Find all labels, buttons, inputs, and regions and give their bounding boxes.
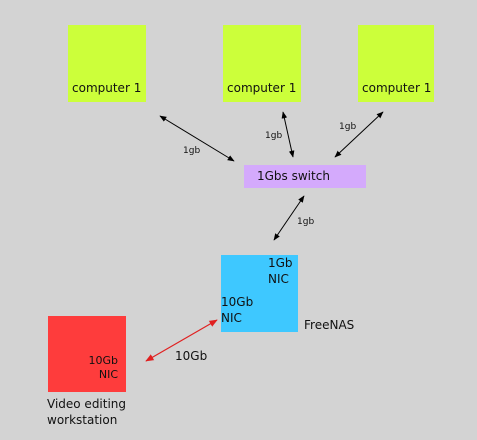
link-workstation-nas xyxy=(145,319,218,362)
computer-label: computer 1 xyxy=(362,81,432,95)
video-workstation[interactable]: 10Gb NIC xyxy=(48,316,126,392)
computer-node-2[interactable]: computer 1 xyxy=(223,25,301,102)
computer-node-3[interactable]: computer 1 xyxy=(358,25,434,102)
link-computer3-switch xyxy=(334,111,384,158)
workstation-nic-label: 10Gb NIC xyxy=(88,354,118,381)
link-computer1-switch xyxy=(159,115,235,162)
network-switch[interactable]: 1Gbs switch xyxy=(244,165,366,188)
link-label-computer3: 1gb xyxy=(339,122,357,132)
computer-node-1[interactable]: computer 1 xyxy=(68,25,146,102)
nas-name-label: FreeNAS xyxy=(304,318,355,332)
link-label-computer2: 1gb xyxy=(265,131,283,141)
link-label-workstation-nas: 10Gb xyxy=(175,349,208,363)
workstation-caption: Video editing workstation xyxy=(47,397,127,427)
freenas-server[interactable]: 1Gb NIC 10Gb NIC xyxy=(221,255,298,332)
computer-label: computer 1 xyxy=(227,81,297,95)
link-label-switch-nas: 1gb xyxy=(297,217,315,227)
nas-10gb-nic-label: 10Gb NIC xyxy=(221,295,254,325)
computer-label: computer 1 xyxy=(72,81,142,95)
nas-1gb-nic-label: 1Gb NIC xyxy=(268,256,293,286)
link-switch-nas xyxy=(273,195,305,241)
link-computer2-switch xyxy=(281,111,295,158)
switch-label: 1Gbs switch xyxy=(257,169,330,183)
link-label-computer1: 1gb xyxy=(183,146,201,156)
